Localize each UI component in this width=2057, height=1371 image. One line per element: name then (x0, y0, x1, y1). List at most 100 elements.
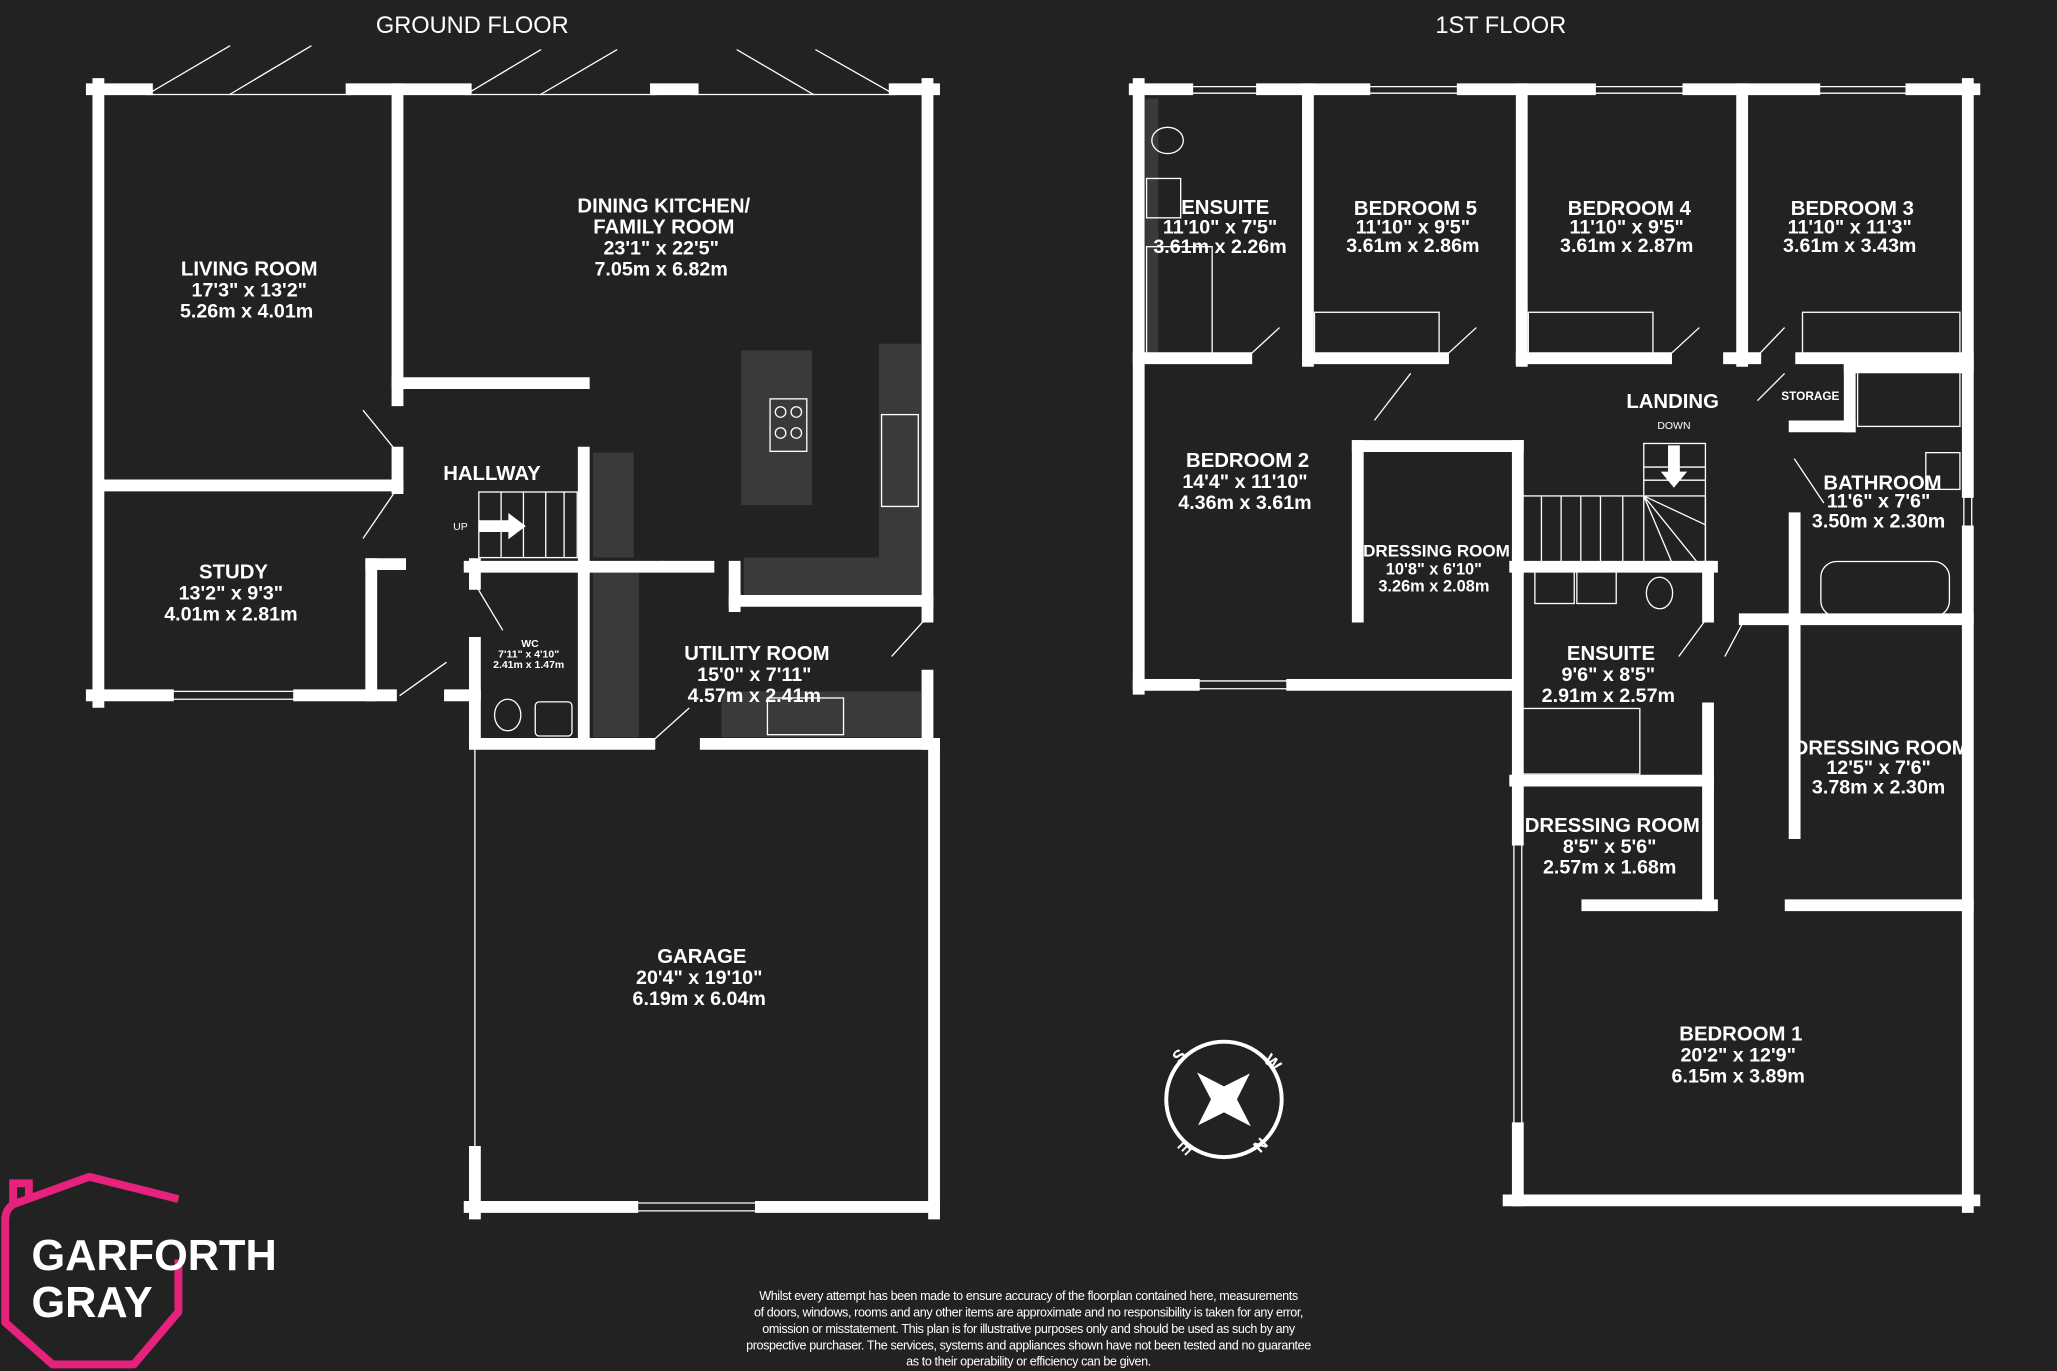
svg-text:DRESSING ROOM: DRESSING ROOM (1363, 541, 1510, 560)
hob-icon (769, 398, 808, 452)
compass-icon: S W N E (1169, 1045, 1286, 1158)
door-or-window (736, 49, 815, 96)
room-study: STUDY 13'2" x 9'3" 4.01m x 2.81m (164, 562, 297, 626)
svg-text:DRESSING ROOM: DRESSING ROOM (1794, 737, 1969, 759)
svg-text:9'6" x 8'5": 9'6" x 8'5" (1562, 664, 1656, 686)
room-hallway: HALLWAY (443, 463, 541, 485)
svg-text:DINING KITCHEN/: DINING KITCHEN/ (577, 196, 750, 218)
wardrobe-icon (1313, 311, 1440, 355)
svg-text:GARAGE: GARAGE (657, 946, 746, 968)
door-or-window (1245, 327, 1280, 360)
room-bathroom: BATHROOM 11'6" x 7'6" 3.50m x 2.30m (1812, 472, 1945, 532)
compass-e: E (1174, 1137, 1195, 1158)
svg-text:7'11" x 4'10": 7'11" x 4'10" (498, 649, 559, 660)
room-wc: WC 7'11" x 4'10" 2.41m x 1.47m (493, 639, 564, 671)
ground-floor-title: GROUND FLOOR (376, 13, 569, 39)
basin-icon (1925, 451, 1961, 491)
utility-counter (721, 691, 921, 738)
compass-ring (1164, 1039, 1284, 1160)
door-or-window (539, 49, 618, 96)
door-or-window (464, 49, 542, 96)
svg-text:5.26m x 4.01m: 5.26m x 4.01m (180, 301, 313, 323)
door-or-window (399, 661, 447, 697)
sink-icon (880, 413, 919, 508)
house-outline-icon (1, 1172, 183, 1369)
stairs-down-label: DOWN (1657, 421, 1690, 432)
utility-cupboard (592, 570, 639, 738)
svg-text:4.36m x 3.61m: 4.36m x 3.61m (1178, 492, 1311, 514)
basin-icon (1534, 568, 1575, 605)
room-landing: LANDING (1626, 391, 1719, 413)
kitchen-island (741, 350, 813, 506)
svg-text:LIVING ROOM: LIVING ROOM (181, 259, 318, 281)
svg-text:BEDROOM 4: BEDROOM 4 (1568, 198, 1692, 220)
room-dressing-room-2: DRESSING ROOM 12'5" x 7'6" 3.78m x 2.30m (1794, 737, 1969, 798)
svg-text:BEDROOM 3: BEDROOM 3 (1791, 198, 1914, 220)
door-or-window (362, 487, 399, 539)
room-dressing-room-1: DRESSING ROOM 10'8" x 6'10" 3.26m x 2.08… (1363, 541, 1510, 595)
room-living-room: LIVING ROOM 17'3" x 13'2" 5.26m x 4.01m (180, 259, 318, 323)
fittings (592, 98, 1159, 738)
svg-text:3.61m x 3.43m: 3.61m x 3.43m (1783, 235, 1916, 257)
door-or-window (1724, 618, 1746, 657)
svg-text:15'0" x 7'11": 15'0" x 7'11" (697, 664, 811, 686)
first-floor-title: 1ST FLOOR (1435, 13, 1566, 39)
room-ensuite-2: ENSUITE 9'6" x 8'5" 2.91m x 2.57m (1542, 643, 1675, 707)
logo-line1: GARFORTH (31, 1232, 276, 1280)
room-bedroom-4: BEDROOM 4 11'10" x 9'5" 3.61m x 2.87m (1560, 198, 1693, 257)
svg-text:BEDROOM 2: BEDROOM 2 (1186, 450, 1309, 472)
kitchen-counter (743, 557, 921, 601)
svg-text:3.26m x 2.08m: 3.26m x 2.08m (1378, 578, 1489, 596)
door-or-window (1793, 458, 1825, 504)
svg-text:17'3" x 13'2": 17'3" x 13'2" (192, 280, 307, 302)
stairs-first[interactable] (1521, 442, 1707, 565)
svg-text:WC: WC (521, 639, 539, 650)
door-or-window (362, 409, 399, 454)
room-dining-kitchen: DINING KITCHEN/ FAMILY ROOM 23'1" x 22'5… (577, 196, 750, 281)
door-or-window (1678, 615, 1709, 657)
svg-text:ENSUITE: ENSUITE (1181, 197, 1269, 219)
svg-text:ENSUITE: ENSUITE (1567, 643, 1655, 665)
logo-line2: GRAY (31, 1279, 152, 1327)
wardrobe-icon (1527, 311, 1654, 355)
bath-icon (1820, 560, 1951, 618)
svg-text:2.91m x 2.57m: 2.91m x 2.57m (1542, 685, 1675, 707)
walls (85, 78, 1981, 1220)
svg-text:6.19m x 6.04m: 6.19m x 6.04m (633, 988, 766, 1010)
room-bedroom-5: BEDROOM 5 11'10" x 9'5" 3.61m x 2.86m (1346, 198, 1479, 257)
door-or-window (146, 45, 231, 96)
hall-cupboard (592, 452, 634, 558)
doors-windows (146, 45, 1973, 1212)
svg-text:7.05m x 6.82m: 7.05m x 6.82m (595, 259, 728, 281)
svg-text:Whilst every attempt has been: Whilst every attempt has been made to en… (759, 1289, 1298, 1303)
shower-icon (1521, 707, 1641, 775)
door-or-window (891, 615, 929, 657)
svg-text:STUDY: STUDY (199, 562, 268, 584)
svg-text:23'1" x 22'5": 23'1" x 22'5" (603, 238, 718, 260)
basin-icon (1145, 177, 1182, 219)
compass-w: W (1260, 1050, 1285, 1075)
door-or-window (661, 560, 710, 568)
room-bedroom-3: BEDROOM 3 11'10" x 11'3" 3.61m x 3.43m (1783, 198, 1916, 257)
stairs-ground[interactable] (478, 491, 578, 559)
door-or-window (648, 707, 690, 745)
svg-text:11'10" x 9'5": 11'10" x 9'5" (1356, 217, 1470, 239)
door-or-window (473, 582, 504, 631)
svg-text:BATHROOM: BATHROOM (1823, 472, 1941, 494)
svg-text:10'8" x 6'10": 10'8" x 6'10" (1386, 561, 1482, 579)
door-or-window (1373, 373, 1412, 421)
toilet-icon (1645, 576, 1674, 610)
svg-text:3.61m x 2.86m: 3.61m x 2.86m (1346, 235, 1479, 257)
compass-s: S (1169, 1045, 1190, 1066)
toilet-icon (1151, 126, 1184, 155)
room-utility: UTILITY ROOM 15'0" x 7'11" 4.57m x 2.41m (684, 643, 829, 707)
svg-text:3.61m x 2.26m: 3.61m x 2.26m (1153, 236, 1286, 258)
svg-text:as to their operability or eff: as to their operability or efficiency ca… (906, 1355, 1151, 1369)
svg-text:6.15m x 3.89m: 6.15m x 3.89m (1672, 1065, 1805, 1087)
disclaimer: Whilst every attempt has been made to en… (746, 1289, 1312, 1369)
door-or-window (815, 49, 896, 96)
svg-text:3.61m x 2.87m: 3.61m x 2.87m (1560, 235, 1693, 257)
wardrobe-icon (1801, 311, 1961, 355)
svg-text:UTILITY ROOM: UTILITY ROOM (684, 643, 829, 665)
